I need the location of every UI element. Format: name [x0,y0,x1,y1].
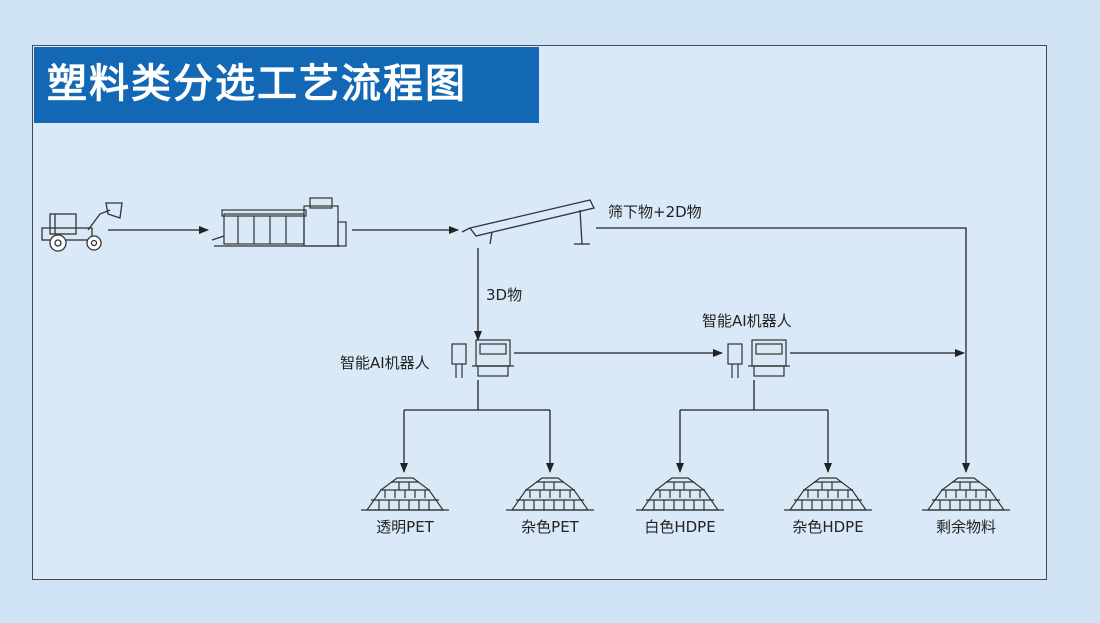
screen-icon [461,199,595,245]
label-robot-1: 智能AI机器人 [340,354,430,372]
page-title: 塑料类分选工艺流程图 [47,61,467,107]
piles-group [361,477,1010,511]
pile-icon [784,477,872,511]
robot-icon [451,339,514,378]
flow-lines [108,226,970,473]
label-3d: 3D物 [486,286,522,304]
pile-icon [922,477,1010,511]
title-banner [34,47,539,123]
robot-icon [727,339,790,378]
label-fines-2d: 筛下物+2D物 [608,203,702,221]
arrow-fines-to-remainder [596,227,970,473]
pile-icon [361,477,449,511]
output-label: 杂色HDPE [792,518,863,536]
output-label: 剩余物料 [936,518,996,536]
loader-icon [41,202,123,252]
pile-icon [636,477,724,511]
output-label: 杂色PET [521,518,580,536]
output-label: 透明PET [376,518,435,536]
label-robot-2: 智能AI机器人 [702,312,792,330]
bag-opener-icon [211,197,347,247]
output-label: 白色HDPE [644,518,715,536]
pile-icon [506,477,594,511]
